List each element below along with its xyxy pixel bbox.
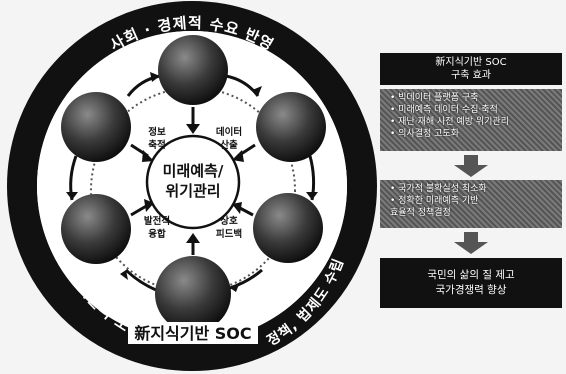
- sphere-top: [158, 35, 228, 105]
- diagram-canvas: 사회 · 경제적 수요 반영 첨단기술의 도입 정책, 법제도 수립: [7, 1, 377, 371]
- effect-box-1-line: • 빅데이터 플랫폼 구축: [390, 93, 479, 103]
- label-upper-right-1: 데이터: [216, 126, 242, 138]
- effect-box-2: • 국가적 불확실성 최소화 • 정확한 미래예측 기반 효율적 정책결정: [380, 180, 562, 228]
- panel-header-line1: 新지식기반 SOC: [435, 57, 507, 68]
- result-line-2: 국가경쟁력 향상: [435, 284, 507, 296]
- inward-arrowhead: [232, 150, 244, 162]
- inward-arrow: [130, 203, 149, 217]
- orbit-arrow: [124, 268, 157, 292]
- effect-box-2-line: • 국가적 불확실성 최소화: [390, 184, 487, 194]
- sphere-upper-right: [256, 92, 326, 162]
- spheres: [61, 35, 326, 332]
- down-arrow-2: [454, 232, 488, 254]
- orbit-circle: [90, 87, 296, 293]
- label-upper-right-2: 산출: [220, 139, 238, 151]
- sphere-bottom: [155, 256, 231, 332]
- effect-box-2-line: 효율적 정책결정: [390, 208, 451, 218]
- sphere-upper-left: [61, 92, 131, 162]
- label-upper-left-1: 정보: [148, 126, 166, 138]
- label-lower-right-1: 상호: [220, 215, 238, 227]
- effect-box-2-line: • 정확한 미래예측 기반: [390, 196, 479, 206]
- sphere-lower-right: [253, 193, 323, 263]
- result-box: 국민의 삶의 질 제고 국가경쟁력 향상: [380, 258, 562, 308]
- orbit-arrowheads: [66, 72, 318, 292]
- bottom-label-bg: [128, 322, 258, 344]
- result-line-1: 국민의 삶의 질 제고: [427, 269, 515, 281]
- down-arrow-1: [454, 155, 488, 177]
- label-lower-right-2: 피드백: [216, 228, 242, 240]
- center-label-line2: 위기관리: [165, 182, 220, 200]
- effect-box-1-line: • 미래예측 데이터 수집·축적: [390, 105, 498, 115]
- center-label-line1: 미래예측/: [163, 162, 224, 180]
- inward-arrowhead: [186, 233, 200, 243]
- effect-box-1: • 빅데이터 플랫폼 구축 • 미래예측 데이터 수집·축적 • 재난·재해 사…: [380, 89, 562, 151]
- inward-arrows: [130, 107, 256, 255]
- label-lower-left-1: 발전적: [144, 215, 170, 227]
- effects-panel: 新지식기반 SOC 구축 효과 • 빅데이터 플랫폼 구축 • 미래예측 데이터…: [380, 0, 562, 374]
- bottom-label: 新지식기반 SOC: [134, 324, 251, 343]
- inward-arrowhead: [232, 202, 242, 214]
- sphere-lower-left: [61, 194, 131, 264]
- panel-header-line2: 구축 효과: [451, 70, 491, 81]
- inward-arrowhead: [186, 124, 200, 134]
- center-circle: [145, 134, 241, 230]
- label-lower-left-2: 융합: [148, 228, 166, 240]
- outer-ring: [7, 1, 377, 371]
- inward-arrowhead: [142, 150, 154, 162]
- label-upper-left-2: 축적: [148, 139, 165, 151]
- effect-box-1-line: • 재난·재해 사전 예방 위기관리: [390, 117, 509, 127]
- panel-header: 新지식기반 SOC 구축 효과: [380, 53, 562, 85]
- effect-box-1-line: • 의사결정 고도화: [390, 129, 459, 139]
